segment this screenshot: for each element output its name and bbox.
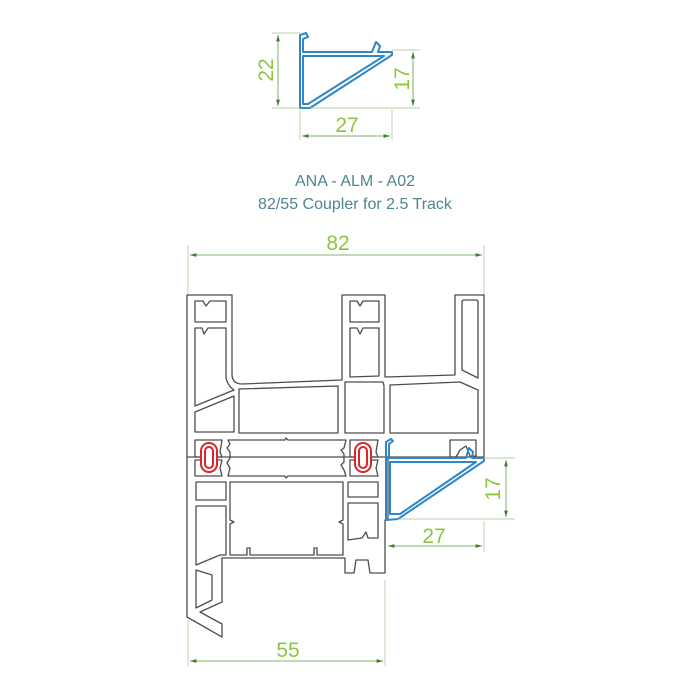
- gasket-right: [354, 442, 372, 473]
- gasket-left: [200, 442, 218, 473]
- detail-dimension-27: 27: [299, 110, 393, 140]
- detail-coupler-profile: [299, 32, 393, 109]
- detail-dimension-17: 17: [310, 49, 420, 109]
- detail-dimension-22: 22: [255, 32, 300, 109]
- mounted-coupler-profile: [385, 438, 485, 521]
- dimension-label-55: 55: [276, 639, 299, 662]
- dimension-label-27: 27: [335, 114, 358, 137]
- dimension-82: 82: [187, 232, 485, 295]
- coupler-dimension-27: 27: [388, 521, 485, 552]
- dimension-55: 55: [187, 580, 386, 666]
- dimension-label-82: 82: [326, 232, 349, 255]
- product-description: 82/55 Coupler for 2.5 Track: [258, 196, 453, 213]
- dimension-label-17: 17: [482, 477, 505, 500]
- dimension-label-27: 27: [422, 525, 445, 548]
- coupler-dimension-17: 17: [398, 457, 515, 520]
- dimension-label-17: 17: [391, 67, 414, 90]
- frame-profile: [186, 294, 485, 638]
- dimension-label-22: 22: [255, 58, 278, 81]
- product-code: ANA - ALM - A02: [295, 173, 415, 190]
